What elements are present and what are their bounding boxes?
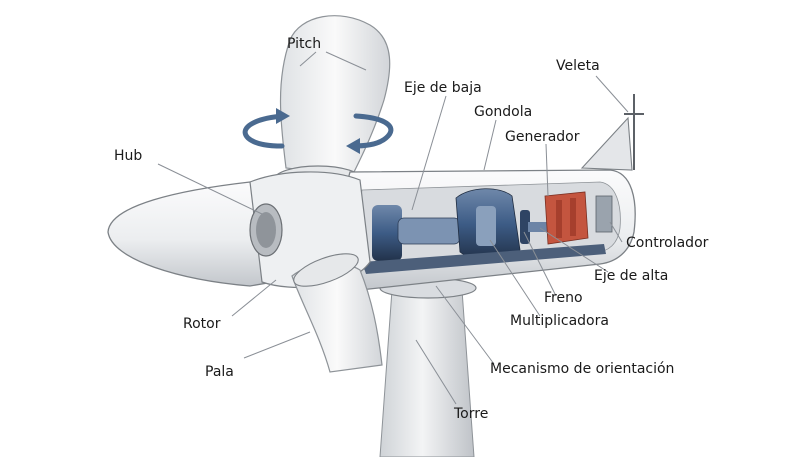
label-veleta: Veleta: [556, 58, 600, 74]
generator: [544, 191, 589, 245]
controller: [595, 195, 613, 233]
label-eje-de-alta: Eje de alta: [594, 268, 669, 284]
pitch-bearing-bottom: [293, 253, 359, 287]
high-speed-shaft: [528, 222, 548, 232]
label-gondola: Gondola: [474, 104, 533, 120]
label-multiplicadora: Multiplicadora: [510, 313, 609, 329]
label-freno: Freno: [544, 290, 583, 306]
pitch-arrow-right: [349, 113, 394, 149]
vane-fin: [580, 116, 633, 171]
brake-disc: [520, 210, 530, 244]
label-pitch: Pitch: [287, 36, 322, 52]
tower: [379, 289, 475, 458]
upper-blade: [279, 15, 391, 177]
label-torre: Torre: [454, 406, 489, 422]
label-eje-de-baja: Eje de baja: [404, 80, 482, 96]
low-speed-shaft: [397, 217, 461, 245]
pitch-arrow-left: [242, 113, 287, 149]
label-hub: Hub: [114, 148, 143, 164]
bedplate: [362, 244, 606, 274]
label-controlador: Controlador: [626, 235, 709, 251]
label-generador: Generador: [505, 129, 580, 145]
main-bearing: [372, 205, 402, 261]
leader-lines: [157, 51, 629, 405]
label-pala: Pala: [205, 364, 234, 380]
label-mecanismo-de-orientacion: Mecanismo de orientación: [490, 361, 675, 377]
label-rotor: Rotor: [183, 316, 221, 332]
